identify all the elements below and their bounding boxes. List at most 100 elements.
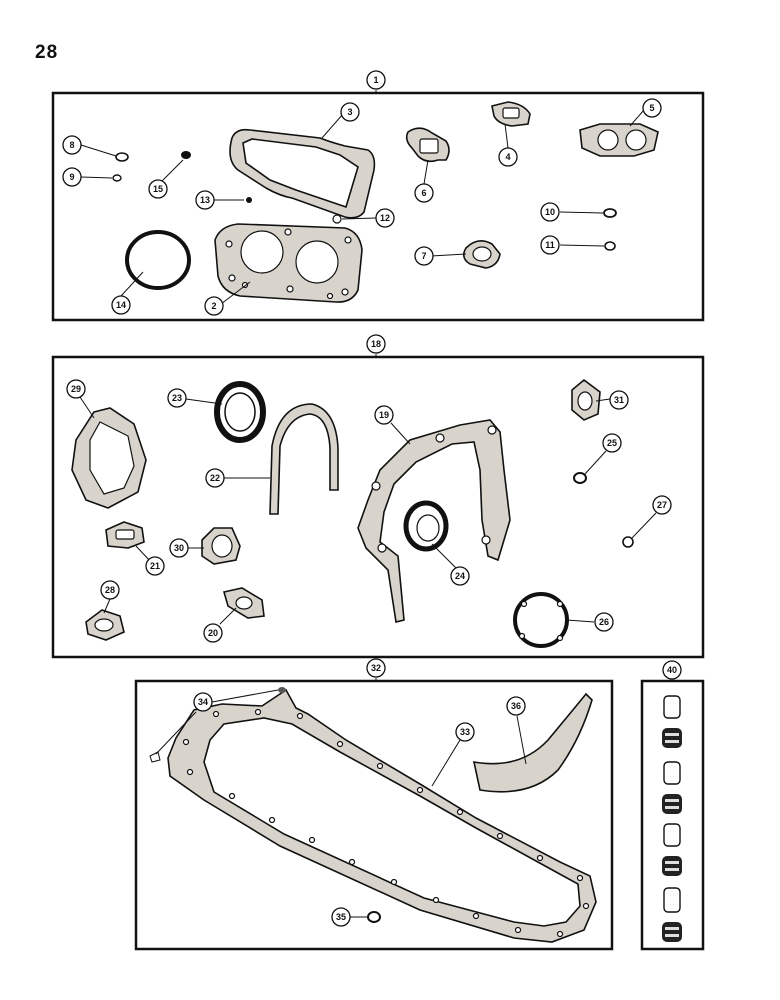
dowel-34-a (149, 751, 161, 763)
svg-text:21: 21 (150, 561, 160, 571)
front-seal-24 (403, 500, 449, 552)
valve-seal-pair-2 (662, 761, 682, 814)
svg-text:9: 9 (69, 172, 74, 182)
svg-text:33: 33 (460, 727, 470, 737)
callout-3: 3 (340, 102, 360, 122)
group-label-1: 1 (366, 70, 386, 90)
svg-text:15: 15 (153, 184, 163, 194)
seal-ring-large (125, 230, 191, 290)
svg-text:27: 27 (657, 500, 667, 510)
plug-15 (181, 151, 191, 159)
svg-text:25: 25 (607, 438, 617, 448)
callout-2: 2 (204, 296, 224, 316)
svg-text:2: 2 (211, 301, 216, 311)
valve-seal-pair-1 (662, 695, 682, 748)
callout-24: 24 (450, 566, 470, 586)
callout-4: 4 (498, 147, 518, 167)
svg-text:1: 1 (373, 75, 378, 85)
svg-text:31: 31 (614, 395, 624, 405)
svg-text:4: 4 (505, 152, 510, 162)
callout-7: 7 (414, 246, 434, 266)
callout-28: 28 (100, 580, 120, 600)
svg-text:26: 26 (599, 617, 609, 627)
svg-text:40: 40 (667, 665, 677, 675)
o-ring-35 (367, 911, 381, 923)
callout-29: 29 (66, 379, 86, 399)
callout-22: 22 (205, 468, 225, 488)
svg-text:34: 34 (198, 697, 208, 707)
svg-text:20: 20 (208, 628, 218, 638)
timing-cover-gasket-19 (357, 419, 511, 623)
dowel-34-b (278, 687, 286, 693)
callout-10: 10 (540, 202, 560, 222)
oil-seal-23 (214, 381, 266, 443)
valve-seal-pair-3 (662, 823, 682, 876)
callout-31: 31 (609, 390, 629, 410)
svg-text:36: 36 (511, 701, 521, 711)
svg-text:35: 35 (336, 912, 346, 922)
callout-12: 12 (375, 208, 395, 228)
o-ring-12 (332, 214, 342, 224)
svg-text:18: 18 (371, 339, 381, 349)
svg-text:14: 14 (116, 300, 126, 310)
svg-text:5: 5 (649, 103, 654, 113)
callout-26: 26 (594, 612, 614, 632)
svg-text:24: 24 (455, 571, 465, 581)
callout-8: 8 (62, 135, 82, 155)
washer-9 (112, 174, 122, 182)
seal-13 (246, 197, 252, 203)
o-ring-27 (622, 536, 634, 548)
svg-text:3: 3 (347, 107, 352, 117)
callout-30: 30 (169, 538, 189, 558)
group-label-32: 32 (366, 658, 386, 678)
svg-text:32: 32 (371, 663, 381, 673)
callout-13: 13 (195, 190, 215, 210)
panel-oil-pan-gasket-set (134, 679, 614, 951)
svg-text:30: 30 (174, 543, 184, 553)
svg-text:13: 13 (200, 195, 210, 205)
oil-pan-bolt-holes (182, 708, 590, 938)
svg-text:29: 29 (71, 384, 81, 394)
callout-27: 27 (652, 495, 672, 515)
svg-text:23: 23 (172, 393, 182, 403)
o-ring-25 (573, 472, 587, 484)
callout-15: 15 (148, 179, 168, 199)
svg-text:8: 8 (69, 140, 74, 150)
page-number: 28 (35, 42, 59, 63)
svg-text:19: 19 (379, 410, 389, 420)
svg-text:11: 11 (545, 240, 555, 250)
panel-lower-gasket-set (51, 355, 705, 659)
svg-text:28: 28 (105, 585, 115, 595)
washer-11 (604, 241, 616, 251)
svg-text:22: 22 (210, 473, 220, 483)
arc-gasket-22 (269, 403, 339, 515)
callout-35: 35 (331, 907, 351, 927)
callout-19: 19 (374, 405, 394, 425)
valve-stem-seals (662, 695, 682, 942)
washer-8 (115, 152, 129, 162)
callout-20: 20 (203, 623, 223, 643)
group-label-40: 40 (662, 660, 682, 680)
group-label-18: 18 (366, 334, 386, 354)
callout-34: 34 (193, 692, 213, 712)
callout-14: 14 (111, 295, 131, 315)
callout-9: 9 (62, 167, 82, 187)
svg-text:7: 7 (421, 251, 426, 261)
svg-text:12: 12 (380, 213, 390, 223)
svg-text:10: 10 (545, 207, 555, 217)
callout-23: 23 (167, 388, 187, 408)
callout-33: 33 (455, 722, 475, 742)
valve-seal-pair-4 (662, 887, 682, 942)
rocker-cover-gasket (229, 128, 376, 219)
rear-seal-strip-36 (472, 692, 593, 793)
oil-pan-gasket-33 (167, 688, 597, 943)
callout-25: 25 (602, 433, 622, 453)
callout-21: 21 (145, 556, 165, 576)
callout-11: 11 (540, 235, 560, 255)
svg-text:6: 6 (421, 188, 426, 198)
callout-36: 36 (506, 696, 526, 716)
callout-6: 6 (414, 183, 434, 203)
washer-10 (603, 208, 617, 218)
callout-5: 5 (642, 98, 662, 118)
